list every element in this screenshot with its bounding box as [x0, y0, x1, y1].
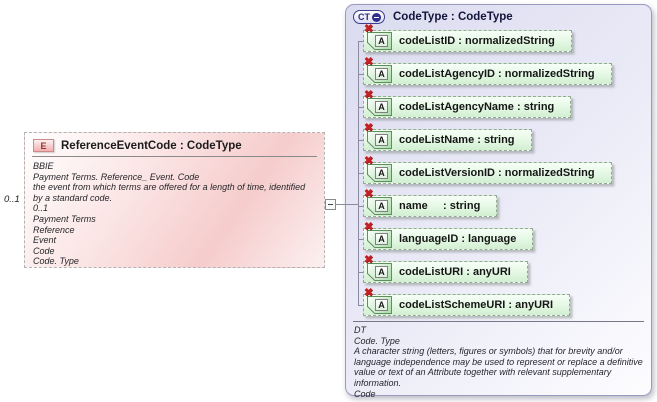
attribute-row: ✖ A name : string — [357, 189, 498, 217]
prohibited-icon: ✖ — [364, 122, 374, 134]
prohibited-icon: ✖ — [364, 89, 374, 101]
attribute-icon: ✖ A — [364, 123, 392, 149]
prohibited-icon: ✖ — [364, 155, 374, 167]
divider — [353, 321, 644, 322]
attribute-label: codeListVersionID : normalizedString — [399, 167, 595, 179]
annotation-line: Code. Type — [354, 335, 400, 346]
attribute-codeListSchemeURI[interactable]: ✖ A codeListSchemeURI : anyURI — [363, 288, 571, 316]
collapse-handle-icon[interactable] — [325, 199, 336, 210]
annotation-line: Code — [354, 388, 376, 399]
attribute-letter: A — [375, 266, 388, 278]
element-box-referenceeventcode[interactable]: E ReferenceEventCode : CodeType BBIE Pay… — [24, 132, 325, 268]
attribute-icon: ✖ A — [364, 255, 392, 281]
annotation-line: Payment Terms — [33, 213, 96, 224]
annotation-line: the event from which terms are offered f… — [33, 182, 306, 203]
attribute-codeListAgencyName[interactable]: ✖ A codeListAgencyName : string — [363, 90, 572, 118]
attribute-letter: A — [375, 134, 388, 146]
prohibited-icon: ✖ — [364, 188, 374, 200]
annotation-line: BBIE — [33, 161, 54, 171]
attribute-letter: A — [375, 35, 388, 47]
attribute-tree: ✖ A codeListID : normalizedString ✖ A co… — [346, 5, 651, 395]
annotation-line: Payment Terms. Reference_ Event. Code — [33, 171, 200, 182]
prohibited-icon: ✖ — [364, 254, 374, 266]
attribute-label: codeListID : normalizedString — [399, 35, 555, 47]
prohibited-icon: ✖ — [364, 56, 374, 68]
attribute-label: languageID : language — [399, 233, 517, 245]
prohibited-icon: ✖ — [364, 23, 374, 35]
element-title: ReferenceEventCode : CodeType — [61, 139, 242, 152]
attribute-row: ✖ A codeListID : normalizedString — [358, 24, 572, 52]
attribute-codeListVersionID[interactable]: ✖ A codeListVersionID : normalizedString — [363, 156, 612, 184]
attribute-label: codeListURI : anyURI — [399, 266, 511, 278]
annotation-line: Code. Type — [33, 256, 79, 267]
element-annotation: BBIE Payment Terms. Reference_ Event. Co… — [25, 160, 324, 268]
attribute-icon: ✖ A — [364, 156, 392, 182]
attribute-languageID[interactable]: ✖ A languageID : language — [363, 222, 534, 250]
connector-line — [336, 204, 358, 205]
attribute-label: codeListAgencyName : string — [399, 101, 555, 113]
attribute-row: ✖ A codeListSchemeURI : anyURI — [357, 288, 571, 316]
annotation-line: Event — [33, 235, 57, 246]
attribute-codeListAgencyID[interactable]: ✖ A codeListAgencyID : normalizedString — [363, 57, 612, 85]
attribute-codeListID[interactable]: ✖ A codeListID : normalizedString — [363, 24, 572, 52]
attribute-row: ✖ A languageID : language — [357, 222, 534, 250]
attribute-row: ✖ A codeListName : string — [358, 123, 532, 151]
type-annotation: DT Code. Type A character string (letter… — [354, 325, 645, 399]
attribute-letter: A — [375, 101, 388, 113]
annotation-line: DT — [354, 325, 366, 335]
attribute-letter: A — [375, 200, 388, 212]
collapse-icon[interactable] — [372, 12, 381, 22]
attribute-icon: ✖ A — [364, 189, 392, 215]
attribute-icon: ✖ A — [364, 288, 392, 314]
attribute-row: ✖ A codeListVersionID : normalizedString — [358, 156, 612, 184]
prohibited-icon: ✖ — [364, 287, 374, 299]
type-title: CodeType : CodeType — [393, 11, 513, 23]
attribute-codeListURI[interactable]: ✖ A codeListURI : anyURI — [363, 255, 528, 283]
annotation-line: Reference — [33, 224, 75, 235]
attribute-label: codeListSchemeURI : anyURI — [399, 299, 554, 311]
type-header: CT CodeType : CodeType — [346, 5, 651, 29]
attribute-icon: ✖ A — [364, 90, 392, 116]
divider — [32, 156, 317, 157]
attribute-label: codeListAgencyID : normalizedString — [399, 68, 595, 80]
attribute-icon: ✖ A — [364, 57, 392, 83]
prohibited-icon: ✖ — [364, 221, 374, 233]
annotation-line: A character string (letters, figures or … — [354, 346, 643, 388]
element-icon: E — [33, 139, 54, 152]
attribute-row: ✖ A codeListAgencyID : normalizedString — [358, 57, 612, 85]
attribute-letter: A — [375, 299, 388, 311]
type-box-codetype[interactable]: CT CodeType : CodeType ✖ A codeListID : … — [345, 4, 652, 399]
attribute-name[interactable]: ✖ A name : string — [363, 189, 498, 217]
annotation-line: Code — [33, 245, 55, 256]
attribute-row: ✖ A codeListURI : anyURI — [358, 255, 528, 283]
attribute-letter: A — [375, 167, 388, 179]
attribute-letter: A — [375, 68, 388, 80]
attribute-codeListName[interactable]: ✖ A codeListName : string — [363, 123, 532, 151]
cardinality-label: 0..1 — [4, 194, 20, 205]
element-header: E ReferenceEventCode : CodeType — [25, 133, 324, 155]
attribute-icon: ✖ A — [364, 222, 392, 248]
attribute-label: name : string — [399, 200, 481, 212]
attribute-row: ✖ A codeListAgencyName : string — [357, 90, 572, 118]
annotation-line: 0..1 — [33, 203, 49, 214]
attribute-label: codeListName : string — [399, 134, 515, 146]
attribute-letter: A — [375, 233, 388, 245]
complextype-icon: CT — [353, 10, 385, 24]
attribute-icon: ✖ A — [364, 24, 392, 50]
complextype-icon-label: CT — [358, 12, 370, 22]
